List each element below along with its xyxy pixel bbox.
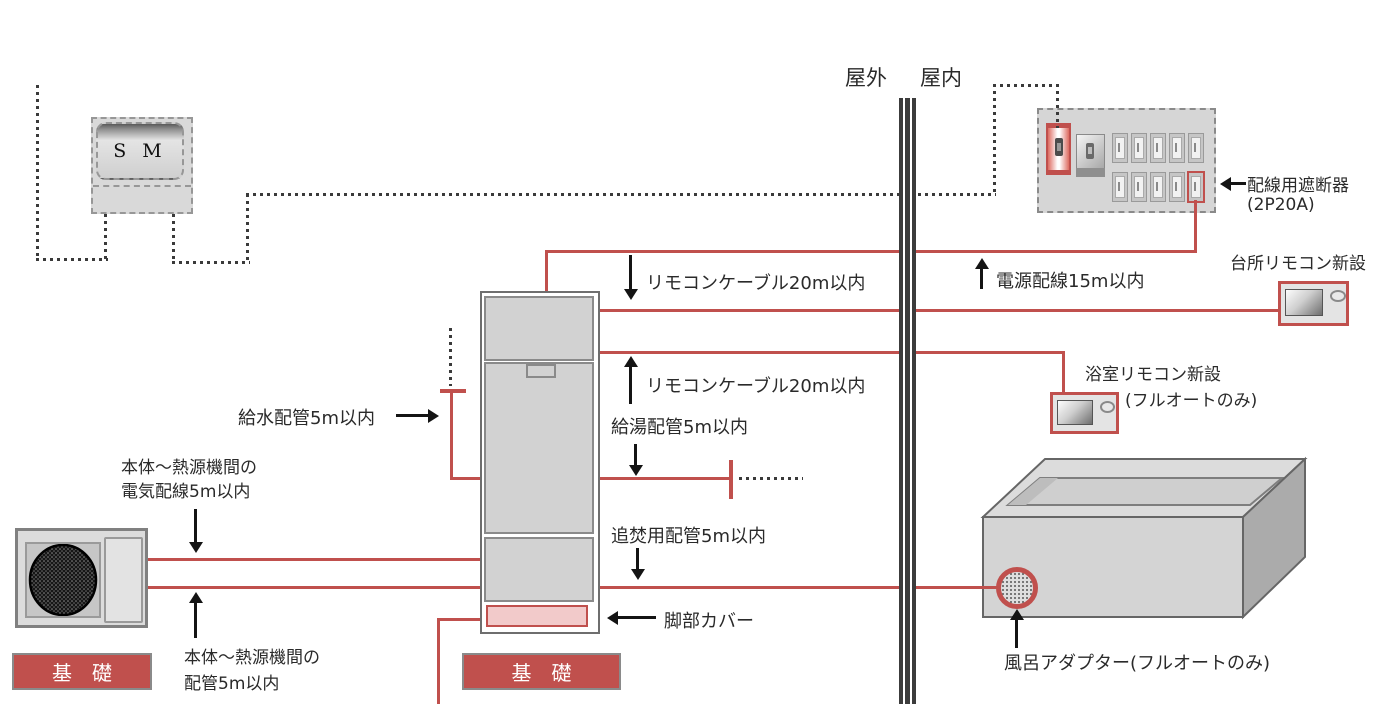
power-wiring-line xyxy=(1194,200,1197,253)
hp-piping-label-2: 配管5m以内 xyxy=(184,674,280,694)
arrow-remote-cable-1 xyxy=(624,255,638,300)
tank-unit xyxy=(480,291,600,634)
branch-breaker xyxy=(1150,133,1166,163)
main-breaker xyxy=(1046,123,1071,175)
power-label: 電源配線15m以内 xyxy=(996,271,1145,292)
smart-meter-face: S M xyxy=(96,122,184,180)
dotted-line xyxy=(246,194,249,264)
arrow-hp-piping xyxy=(189,592,203,638)
hp-piping-line xyxy=(146,586,484,589)
fan-icon xyxy=(28,544,98,616)
dedicated-breaker-2p20a xyxy=(1187,171,1205,203)
arrow-reheat xyxy=(631,548,645,580)
tank-leg-cover xyxy=(486,605,588,627)
hp-wiring-label-1: 本体～熱源機間の xyxy=(121,458,257,478)
outdoor-label: 屋外 xyxy=(845,66,887,90)
reheat-pipe xyxy=(940,586,1002,589)
hot-water-pipe xyxy=(595,477,732,480)
cold-water-pipe xyxy=(450,389,453,480)
breaker-rating: (2P20A) xyxy=(1247,195,1315,215)
heat-pump-side-panel xyxy=(104,537,143,623)
tank-foundation-label: 基 礎 xyxy=(511,661,572,685)
arrow-leg-cover xyxy=(607,611,656,625)
dotted-line xyxy=(449,328,452,386)
heat-pump-unit xyxy=(15,528,148,628)
branch-breaker xyxy=(1188,133,1204,163)
dotted-line xyxy=(36,258,108,261)
remote-cable-2-label: リモコンケーブル20m以内 xyxy=(646,376,866,397)
tank-notch xyxy=(526,364,556,378)
kitchen-remote-label: 台所リモコン新設 xyxy=(1230,254,1366,274)
dotted-line xyxy=(246,193,996,196)
smart-meter: S M xyxy=(91,117,193,214)
hot-water-label: 給湯配管5m以内 xyxy=(611,417,748,438)
remote-cable-1-label: リモコンケーブル20m以内 xyxy=(646,273,866,294)
tank-main-section xyxy=(484,362,594,534)
cold-water-pipe xyxy=(440,389,466,393)
tank-lower-section xyxy=(484,537,594,602)
remote-cable-kitchen-line xyxy=(595,309,1281,312)
dotted-line xyxy=(172,261,250,264)
secondary-breaker-base xyxy=(1076,168,1105,177)
branch-breaker xyxy=(1169,133,1185,163)
indoor-label: 屋内 xyxy=(920,66,962,90)
distribution-board xyxy=(1037,108,1216,213)
wall-divider xyxy=(899,98,916,704)
remote-cable-bath-line xyxy=(1062,351,1065,394)
leg-cover-label: 脚部カバー xyxy=(664,611,754,632)
breaker-label: 配線用遮断器 xyxy=(1247,176,1349,196)
bathtub xyxy=(980,456,1308,620)
arrow-power xyxy=(975,258,989,289)
hp-electric-line xyxy=(146,558,484,561)
fan-housing xyxy=(25,542,101,618)
bath-remote-label: 浴室リモコン新設 xyxy=(1085,365,1221,385)
kitchen-remote xyxy=(1278,281,1349,326)
heat-pump-foundation: 基 礎 xyxy=(12,653,152,690)
bath-adapter xyxy=(996,567,1038,609)
branch-breaker xyxy=(1112,172,1128,202)
drain-pipe xyxy=(437,618,440,704)
power-wiring-line xyxy=(545,250,1197,253)
reheat-label: 追焚用配管5m以内 xyxy=(611,526,766,547)
bath-remote-note: (フルオートのみ) xyxy=(1125,391,1258,411)
branch-breaker xyxy=(1131,133,1147,163)
arrow-water-supply xyxy=(396,409,439,423)
main-breaker-switch xyxy=(1055,138,1063,156)
arrow-bath-adapter xyxy=(1010,609,1024,648)
tank-top-section xyxy=(484,296,594,361)
dotted-line xyxy=(993,84,996,196)
arrow-hp-wiring xyxy=(189,509,203,553)
branch-breaker xyxy=(1131,172,1147,202)
arrow-breaker xyxy=(1220,177,1246,191)
branch-breaker xyxy=(1169,172,1185,202)
bath-adapter-label: 風呂アダプター(フルオートのみ) xyxy=(1004,653,1271,674)
dotted-line xyxy=(172,214,175,264)
arrow-hot-water xyxy=(629,444,643,476)
drain-pipe xyxy=(437,618,487,621)
smart-meter-divider xyxy=(93,185,191,187)
dotted-line xyxy=(36,85,39,261)
secondary-breaker xyxy=(1076,134,1105,169)
arrow-remote-cable-2 xyxy=(624,356,638,404)
hp-wiring-label-2: 電気配線5m以内 xyxy=(121,482,251,502)
branch-breaker xyxy=(1150,172,1166,202)
hp-piping-label-1: 本体～熱源機間の xyxy=(184,648,320,668)
cold-water-pipe xyxy=(450,477,484,480)
tank-foundation: 基 礎 xyxy=(462,653,621,690)
bath-remote xyxy=(1050,392,1119,434)
remote-cable-bath-line xyxy=(595,351,1065,354)
dotted-line xyxy=(104,214,107,261)
dotted-line xyxy=(993,84,1059,87)
heat-pump-foundation-label: 基 礎 xyxy=(52,661,112,685)
dotted-line xyxy=(739,477,803,480)
branch-breaker xyxy=(1112,133,1128,163)
water-supply-label: 給水配管5m以内 xyxy=(238,408,375,429)
hot-water-pipe-end xyxy=(729,460,733,499)
smart-meter-label: S M xyxy=(113,140,167,162)
power-wiring-line xyxy=(545,250,548,294)
reheat-pipe xyxy=(595,586,945,589)
dotted-line xyxy=(1056,84,1059,128)
